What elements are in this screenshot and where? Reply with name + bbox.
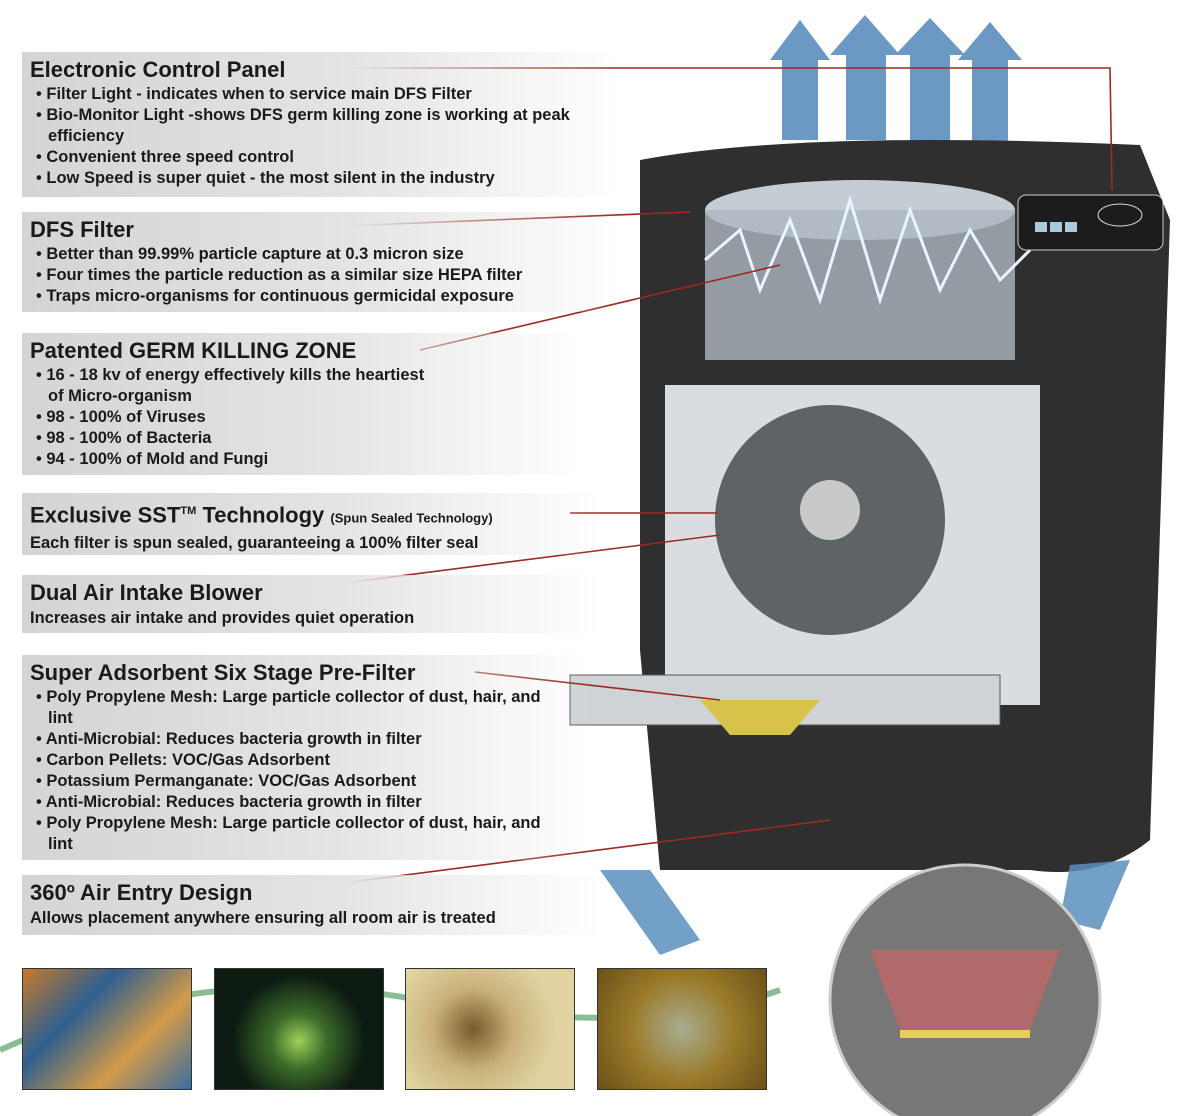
section-title: Exclusive SST (30, 502, 181, 528)
bacteria-image (22, 968, 192, 1090)
motor (800, 480, 860, 540)
section-description: Each filter is spun sealed, guaranteeing… (30, 534, 479, 553)
trademark: TM (180, 505, 197, 517)
airflow-out-arrows (770, 15, 1022, 150)
virus-cell-image (405, 968, 575, 1090)
airflow-in-arrows (600, 860, 1130, 955)
section-title: Electronic Control Panel (30, 57, 286, 82)
inset-filter-layers (870, 950, 1060, 1030)
pre-filter-layers (700, 700, 820, 735)
section-germ-killing-zone: Patented GERM KILLING ZONE 16 - 18 kv of… (22, 333, 582, 475)
section-dfs-filter: DFS Filter Better than 99.99% particle c… (22, 212, 622, 312)
bullet: 98 - 100% of Viruses (30, 407, 430, 428)
mold-spores-image (597, 968, 767, 1090)
section-description: Allows placement anywhere ensuring all r… (30, 909, 496, 927)
bullet: Carbon Pellets: VOC/Gas Adsorbent (30, 750, 550, 771)
bullet: Potassium Permanganate: VOC/Gas Adsorben… (30, 771, 550, 792)
bullet: Poly Propylene Mesh: Large particle coll… (30, 687, 550, 729)
bullet: 16 - 18 kv of energy effectively kills t… (30, 365, 430, 407)
section-title: DFS Filter (30, 217, 134, 242)
bullet: 98 - 100% of Bacteria (30, 428, 430, 449)
bullet: Convenient three speed control (30, 147, 614, 168)
section-description: Increases air intake and provides quiet … (30, 609, 415, 627)
bullet: Low Speed is super quiet - the most sile… (30, 168, 614, 189)
bullet: Filter Light - indicates when to service… (30, 84, 614, 105)
section-title: Dual Air Intake Blower (30, 580, 263, 605)
bullet: Poly Propylene Mesh: Large particle coll… (30, 813, 550, 855)
bullet: Traps micro-organisms for continuous ger… (30, 286, 614, 307)
section-title: Super Adsorbent Six Stage Pre-Filter (30, 660, 416, 685)
section-title: 360º Air Entry Design (30, 880, 253, 905)
bullet: 94 - 100% of Mold and Fungi (30, 449, 430, 470)
germ-killing-zone-spark (704, 194, 1032, 305)
bullet: Anti-Microbial: Reduces bacteria growth … (30, 792, 550, 813)
bullet: Bio-Monitor Light -shows DFS germ killin… (30, 105, 590, 147)
bullet: Better than 99.99% particle capture at 0… (30, 244, 614, 265)
section-pre-filter: Super Adsorbent Six Stage Pre-Filter Pol… (22, 655, 592, 860)
section-subtitle: (Spun Sealed Technology) (330, 510, 493, 526)
section-control-panel: Electronic Control Panel Filter Light - … (22, 52, 622, 197)
bacillus-image (214, 968, 384, 1090)
section-dual-air-intake: Dual Air Intake Blower Increases air int… (22, 575, 602, 633)
clean-logo (1097, 203, 1143, 227)
section-360-air-entry: 360º Air Entry Design Allows placement a… (22, 875, 602, 935)
section-title-end: Technology (202, 502, 325, 528)
bullet: Anti-Microbial: Reduces bacteria growth … (30, 729, 550, 750)
section-title: Patented GERM KILLING ZONE (30, 338, 357, 363)
control-panel (1017, 194, 1164, 251)
section-sst-technology: Exclusive SSTTM Technology (Spun Sealed … (22, 493, 602, 555)
bullet: Four times the particle reduction as a s… (30, 265, 614, 286)
